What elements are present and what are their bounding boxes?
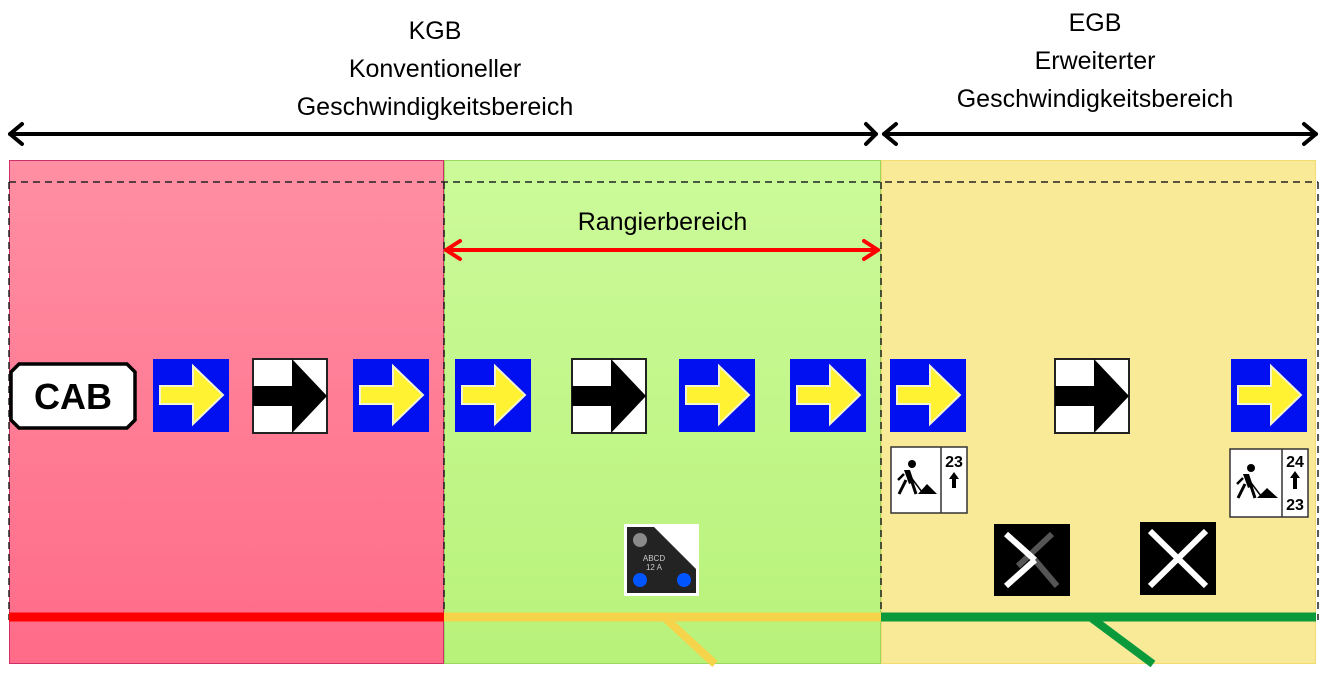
cross-bar-dim bbox=[1015, 531, 1055, 569]
track-shunting-branch bbox=[661, 614, 718, 667]
construction-sign-2-bottom: 23 bbox=[1286, 497, 1304, 514]
dwarf-signal: ABCD 12 A bbox=[624, 524, 699, 596]
kgb-line2: Geschwindigkeitsbereich bbox=[296, 93, 574, 121]
dwarf-signal-line2: 12 A bbox=[646, 563, 663, 572]
track-egb-branch bbox=[1087, 613, 1156, 668]
blue-arrow-sign bbox=[890, 359, 966, 432]
construction-sign-1-number: 23 bbox=[945, 454, 963, 471]
egb-line1: Erweiterter bbox=[1034, 47, 1156, 75]
cab-text: CAB bbox=[34, 376, 112, 417]
shunting-range-arrow bbox=[444, 239, 880, 261]
construction-sign-2-top: 24 bbox=[1286, 454, 1304, 471]
kgb-range-arrow bbox=[8, 122, 878, 146]
egb-line2: Geschwindigkeitsbereich bbox=[956, 85, 1234, 113]
blue-arrow-sign bbox=[1231, 359, 1307, 432]
cab-sign: CAB bbox=[9, 362, 137, 430]
stop-cross-signal bbox=[1140, 522, 1216, 595]
up-arrow-icon bbox=[1290, 471, 1300, 489]
blue-arrow-sign bbox=[790, 359, 866, 432]
black-arrow-sign bbox=[252, 358, 328, 434]
dwarf-signal-line1: ABCD bbox=[643, 554, 665, 563]
black-arrow-sign bbox=[1054, 358, 1130, 434]
range-arrows bbox=[8, 122, 1318, 146]
kgb-header: KGB Konventioneller Geschwindigkeitsbere… bbox=[210, 12, 660, 126]
construction-sign-1: 23 bbox=[890, 446, 968, 514]
blue-arrow-sign bbox=[455, 359, 531, 432]
construction-sign-2: 24 23 bbox=[1229, 448, 1309, 518]
egb-abbr: EGB bbox=[1068, 9, 1122, 37]
stop-cross-signal-dim bbox=[994, 524, 1070, 596]
blue-arrow-sign bbox=[153, 359, 229, 432]
blue-arrow-sign bbox=[679, 359, 755, 432]
kgb-abbr: KGB bbox=[408, 17, 462, 45]
grey-lamp bbox=[633, 533, 647, 547]
blue-lamp-right bbox=[677, 573, 691, 587]
worker-icon bbox=[897, 460, 937, 495]
blue-lamp-left bbox=[633, 573, 647, 587]
kgb-line1: Konventioneller bbox=[348, 55, 522, 83]
blue-arrow-sign bbox=[353, 359, 429, 432]
egb-header: EGB Erweiterter Geschwindigkeitsbereich bbox=[870, 4, 1320, 118]
worker-icon bbox=[1236, 464, 1278, 499]
egb-range-arrow bbox=[882, 122, 1318, 146]
black-arrow-sign bbox=[571, 358, 647, 434]
up-arrow-icon bbox=[949, 472, 959, 488]
shunting-label: Rangierbereich bbox=[577, 208, 748, 236]
cross-bar-bright bbox=[1003, 531, 1038, 563]
